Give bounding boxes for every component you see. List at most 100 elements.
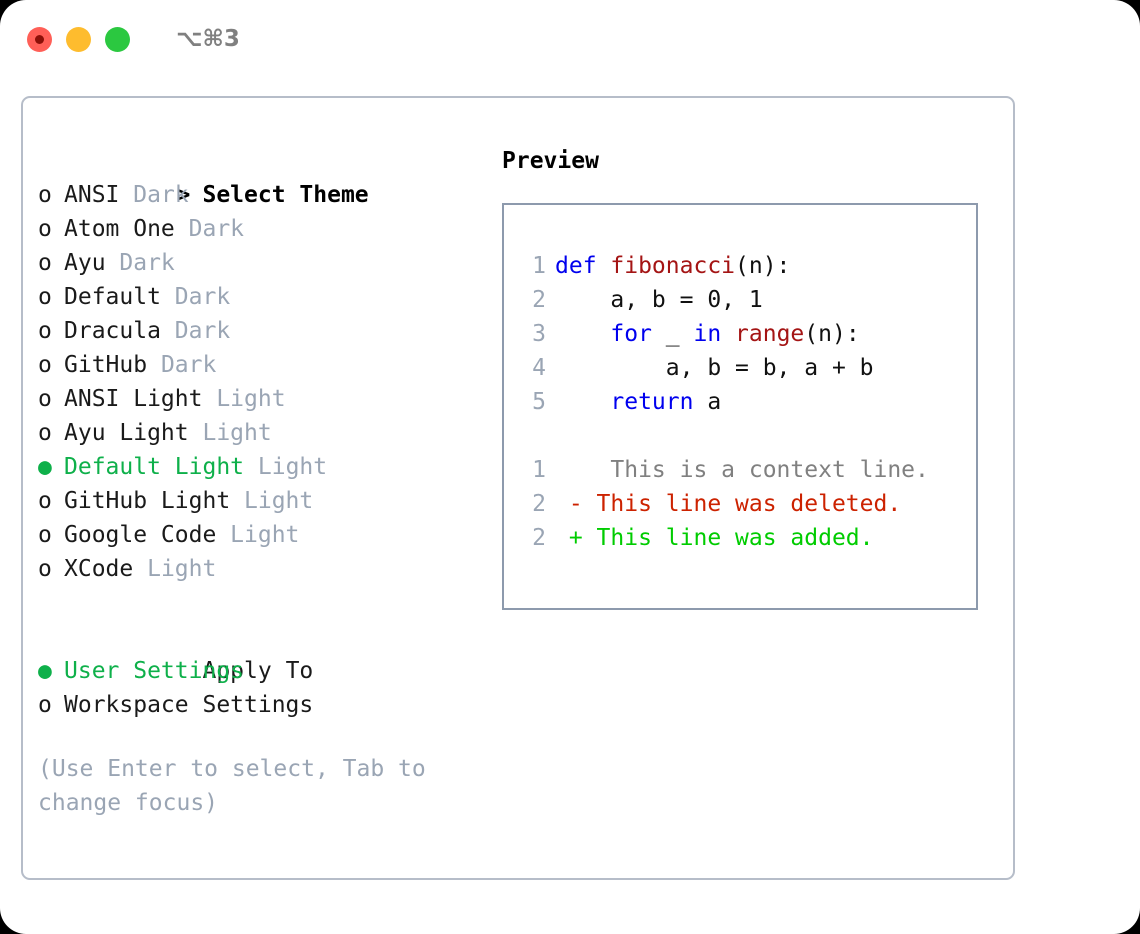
line-number: 2: [532, 491, 546, 517]
code-token: range: [735, 321, 805, 347]
theme-variant-label: Dark: [188, 216, 245, 242]
radio-unselected-icon: o: [38, 182, 52, 208]
apply-to-item[interactable]: o Workspace Settings: [38, 688, 488, 722]
theme-list-heading: >Select Theme: [38, 144, 488, 208]
theme-name-label: ANSI Light: [64, 386, 217, 412]
radio-unselected-icon: o: [38, 284, 52, 310]
theme-variant-label: Light: [257, 454, 328, 480]
keyboard-hint-text: (Use Enter to select, Tab to change focu…: [38, 756, 440, 816]
theme-list-item[interactable]: o Dracula Dark: [38, 314, 488, 348]
theme-name-label: GitHub Light: [64, 488, 245, 514]
radio-unselected-icon: o: [38, 352, 52, 378]
code-line: 1 def fibonacci(n):: [518, 249, 976, 283]
diff-line: 2 - This line was deleted.: [518, 487, 976, 521]
theme-variant-label: Light: [216, 386, 286, 412]
theme-list-item[interactable]: o Ayu Dark: [38, 246, 488, 280]
window-controls: [27, 26, 130, 52]
theme-variant-label: Dark: [174, 318, 231, 344]
diff-line: 2 + This line was added.: [518, 521, 976, 555]
theme-variant-label: Dark: [174, 284, 231, 310]
close-button-icon[interactable]: [27, 26, 52, 52]
apply-to-heading-label: Apply To: [202, 658, 314, 684]
radio-unselected-icon: o: [38, 318, 52, 344]
radio-unselected-icon: o: [38, 522, 52, 548]
radio-selected-icon: ●: [38, 454, 52, 480]
theme-variant-label: Light: [230, 522, 300, 548]
theme-name-label: XCode: [64, 556, 148, 582]
radio-unselected-icon: o: [38, 420, 52, 446]
code-line: 2 a, b = 0, 1: [518, 283, 976, 317]
theme-list-item[interactable]: o ANSI Dark: [38, 178, 488, 212]
apply-to-item[interactable]: ● User Settings: [38, 654, 488, 688]
code-line: 5 return a: [518, 385, 976, 419]
code-token: [555, 389, 610, 415]
code-token: _: [651, 321, 694, 347]
theme-name-label: Ayu Light: [64, 420, 203, 446]
title-bar: ⌥⌘3: [0, 0, 1140, 78]
theme-list-item[interactable]: o ANSI Light Light: [38, 382, 488, 416]
code-line: 4 a, b = b, a + b: [518, 351, 976, 385]
radio-unselected-icon: o: [38, 250, 52, 276]
theme-list-item[interactable]: o Atom One Dark: [38, 212, 488, 246]
line-number: 4: [532, 355, 546, 381]
theme-list-heading-label: Select Theme: [202, 182, 369, 208]
code-diff-separator: [518, 419, 976, 453]
line-number: 1: [532, 253, 546, 279]
theme-name-label: Atom One: [64, 216, 189, 242]
theme-variant-label: Light: [244, 488, 314, 514]
diff-line: 1 This is a context line.: [518, 453, 976, 487]
theme-variant-label: Light: [202, 420, 272, 446]
apply-to-label: User Settings: [64, 658, 245, 684]
theme-variant-label: Dark: [133, 182, 189, 208]
code-token: (n):: [804, 321, 860, 347]
apply-to-label: Workspace Settings: [64, 692, 314, 718]
theme-name-label: ANSI: [64, 182, 134, 208]
line-number: 2: [532, 525, 546, 551]
diff-line-text: + This line was added.: [555, 525, 874, 551]
diff-line-text: - This line was deleted.: [555, 491, 902, 517]
line-number: 1: [532, 457, 546, 483]
apply-to-heading: Apply To: [38, 620, 488, 684]
theme-variant-label: Dark: [119, 250, 175, 276]
radio-unselected-icon: o: [38, 386, 52, 412]
theme-name-label: GitHub: [64, 352, 161, 378]
theme-list-item[interactable]: o Ayu Light Light: [38, 416, 488, 450]
minimize-button-icon[interactable]: [66, 26, 91, 52]
code-token: [555, 321, 610, 347]
code-token: in: [693, 321, 722, 347]
code-token: a: [693, 389, 722, 415]
window-title-shortcut: ⌥⌘3: [176, 26, 240, 52]
maximize-button-icon[interactable]: [105, 26, 130, 52]
code-token: a, b = 0, 1: [555, 287, 763, 313]
radio-unselected-icon: o: [38, 692, 52, 718]
theme-name-label: Ayu: [64, 250, 120, 276]
code-line: 3 for _ in range(n):: [518, 317, 976, 351]
diff-line-text: This is a context line.: [555, 457, 929, 483]
code-token: def: [555, 253, 611, 279]
line-number: 2: [532, 287, 546, 313]
code-token: for: [610, 321, 652, 347]
theme-variant-label: Light: [147, 556, 217, 582]
preview-title: Preview: [502, 148, 599, 174]
theme-list-item[interactable]: ●Default Light Light: [38, 450, 488, 484]
theme-name-label: Dracula: [64, 318, 175, 344]
code-token: (n):: [735, 253, 791, 279]
radio-selected-icon: ●: [38, 658, 52, 684]
list-spacer: [38, 586, 488, 620]
code-token: a, b = b, a + b: [555, 355, 874, 381]
code-token: fibonacci: [610, 253, 736, 279]
line-number: 5: [532, 389, 546, 415]
radio-unselected-icon: o: [38, 216, 52, 242]
